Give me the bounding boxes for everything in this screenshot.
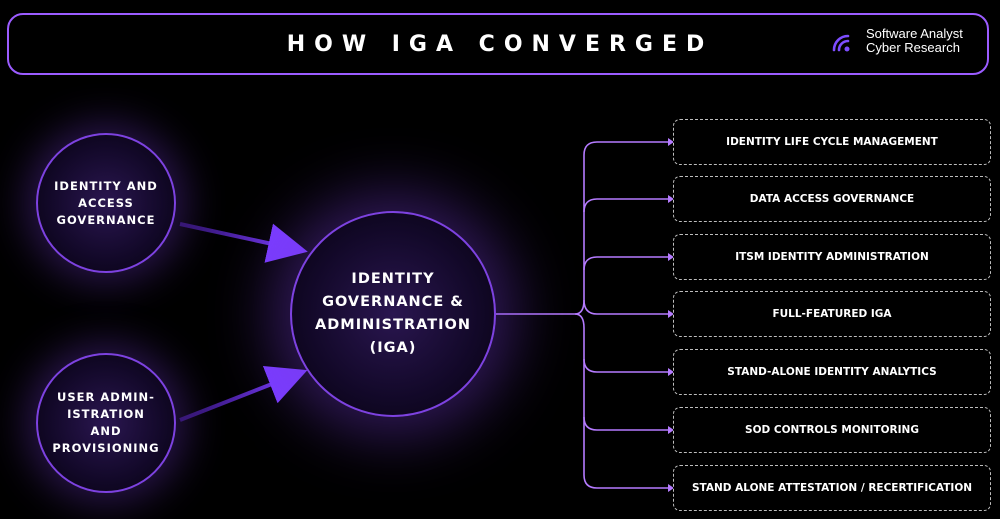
input-label: USER ADMIN-ISTRATION AND PROVISIONING	[52, 390, 160, 455]
arrow-from-user-admin	[179, 366, 308, 422]
input-user-admin-circle: USER ADMIN-ISTRATION AND PROVISIONING	[36, 353, 176, 493]
center-label: IDENTITY GOVERNANCE & ADMINISTRATION (IG…	[315, 271, 471, 356]
title-bar	[7, 13, 989, 75]
signal-icon	[832, 34, 850, 52]
iga-center-circle: IDENTITY GOVERNANCE & ADMINISTRATION (IG…	[290, 211, 496, 417]
input-label: IDENTITY AND ACCESS GOVERNANCE	[54, 178, 158, 227]
arrow-from-iag	[179, 222, 308, 263]
output-box: STAND ALONE ATTESTATION / RECERTIFICATIO…	[673, 465, 991, 511]
brand-subtitle: Cyber Research	[866, 40, 960, 55]
output-box: STAND-ALONE IDENTITY ANALYTICS	[673, 349, 991, 395]
output-box: DATA ACCESS GOVERNANCE	[673, 176, 991, 222]
page-title: HOW IGA CONVERGED	[286, 32, 714, 57]
input-iag-circle: IDENTITY AND ACCESS GOVERNANCE	[36, 133, 176, 273]
output-box: ITSM IDENTITY ADMINISTRATION	[673, 234, 991, 280]
output-box: FULL-FEATURED IGA	[673, 291, 991, 337]
output-box: IDENTITY LIFE CYCLE MANAGEMENT	[673, 119, 991, 165]
brand-logo: Software Analyst Cyber Research	[830, 27, 963, 55]
output-box: SOD CONTROLS MONITORING	[673, 407, 991, 453]
brand-name: Software Analyst	[866, 26, 963, 41]
